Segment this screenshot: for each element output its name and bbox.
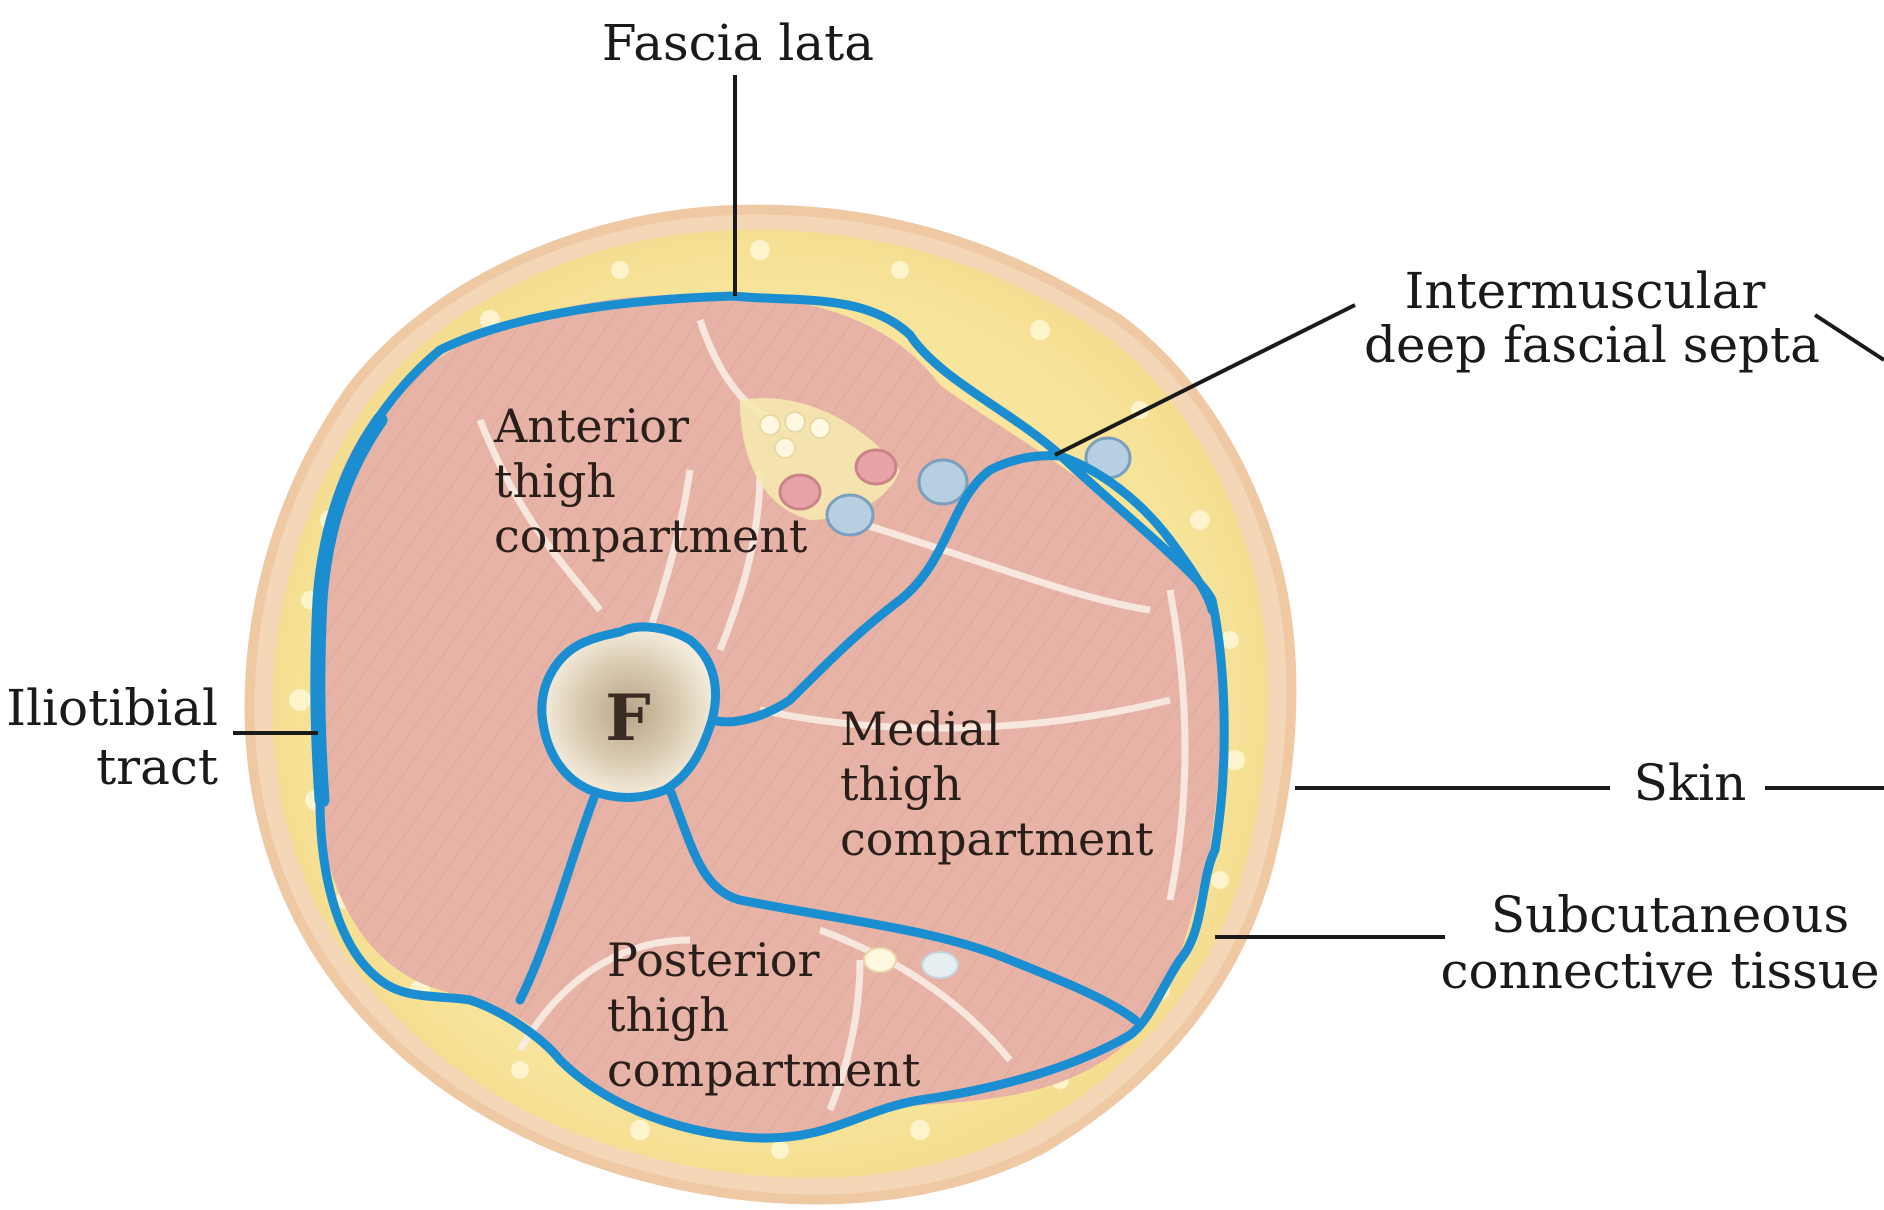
leader-septa-right [1815,315,1884,360]
label-iliotibial-line2: tract [96,738,218,796]
label-subcutaneous-line1: Subcutaneous [1491,886,1849,944]
label-posterior-line3: compartment [607,1043,921,1097]
label-iliotibial-line1: Iliotibial [6,679,218,737]
label-septa-line2: deep fascial septa [1364,316,1820,374]
label-posterior-line1: Posterior [607,933,819,987]
label-medial-line2: thigh [840,757,962,811]
label-femur: F [605,681,650,756]
label-subcutaneous-line2: connective tissue [1440,942,1879,1000]
label-medial-line1: Medial [840,702,1001,756]
label-posterior-line2: thigh [607,988,729,1042]
label-anterior-line2: thigh [494,454,616,508]
label-skin: Skin [1634,754,1747,812]
label-anterior-line3: compartment [494,509,808,563]
label-fascia-lata: Fascia lata [602,14,874,72]
label-anterior-line1: Anterior [493,399,689,453]
label-septa-line1: Intermuscular [1405,262,1766,320]
label-medial-line3: compartment [840,812,1154,866]
